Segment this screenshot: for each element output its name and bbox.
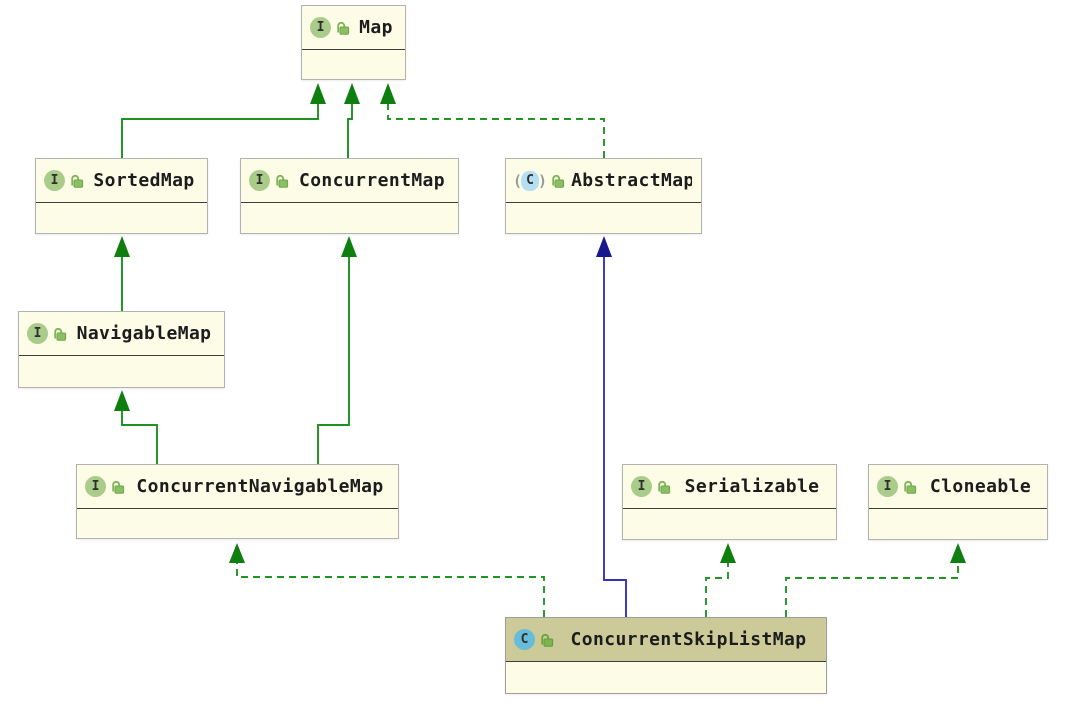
node-header: I Serializable: [623, 465, 836, 509]
arrowhead: [341, 236, 357, 257]
class-name-label: ConcurrentNavigableMap: [136, 476, 384, 497]
edge-line: [121, 104, 319, 158]
arrowhead: [114, 390, 130, 411]
interface-icon: I: [631, 476, 652, 497]
interface-icon: I: [310, 17, 331, 38]
edge-concurrentskiplistmap-implements-cloneable[interactable]: [785, 543, 966, 617]
class-icon: C: [514, 629, 535, 650]
public-lock-icon: [112, 480, 125, 494]
edge-line: [347, 104, 353, 158]
edge-concurrentnavigablemap-extends-concurrentmap[interactable]: [317, 236, 357, 464]
node-header: I SortedMap: [36, 159, 207, 203]
public-lock-icon: [541, 633, 554, 647]
edge-line: [785, 563, 959, 617]
arrowhead: [344, 83, 360, 104]
arrowhead: [380, 83, 396, 104]
abstract-paren-open: (: [513, 171, 523, 190]
edge-line: [603, 257, 627, 617]
edge-sortedmap-extends-map[interactable]: [121, 83, 326, 158]
node-body: [36, 203, 207, 233]
node-header-highlighted: C ConcurrentSkipListMap: [506, 618, 826, 662]
node-body: [241, 203, 458, 233]
public-lock-icon: [552, 174, 565, 188]
abstract-class-icon: ( C ): [513, 170, 548, 191]
class-name-label: Serializable: [684, 476, 820, 497]
node-header: ( C ) AbstractMap: [506, 159, 701, 203]
edge-concurrentnavigablemap-extends-navigablemap[interactable]: [114, 390, 158, 464]
class-node-map[interactable]: I Map: [301, 5, 406, 80]
class-node-cloneable[interactable]: I Cloneable: [868, 464, 1048, 540]
node-body: [623, 509, 836, 539]
class-name-label: AbstractMap: [571, 170, 692, 191]
arrowhead: [114, 236, 130, 257]
node-header: I ConcurrentNavigableMap: [77, 465, 398, 509]
node-header: I ConcurrentMap: [241, 159, 458, 203]
interface-icon: I: [27, 323, 48, 344]
edge-line: [705, 563, 729, 617]
abstract-class-icon-letter: C: [521, 170, 540, 191]
class-name-label: NavigableMap: [76, 323, 212, 344]
edge-line: [121, 411, 158, 464]
edge-line: [236, 563, 545, 617]
edge-line: [387, 104, 605, 158]
interface-icon: I: [877, 476, 898, 497]
public-lock-icon: [54, 327, 67, 341]
class-node-navigablemap[interactable]: I NavigableMap: [18, 311, 225, 388]
node-body: [77, 509, 398, 538]
interface-icon: I: [85, 476, 106, 497]
arrowhead: [310, 83, 326, 104]
node-body: [19, 356, 224, 387]
class-node-concurrentnavigablemap[interactable]: I ConcurrentNavigableMap: [76, 464, 399, 539]
node-header: I Map: [302, 6, 405, 50]
public-lock-icon: [276, 174, 289, 188]
node-header: I Cloneable: [869, 465, 1047, 509]
arrowhead: [229, 543, 245, 563]
edge-navigablemap-extends-sortedmap[interactable]: [114, 236, 130, 311]
public-lock-icon: [658, 480, 671, 494]
interface-icon: I: [249, 170, 270, 191]
class-node-sortedmap[interactable]: I SortedMap: [35, 158, 208, 234]
edge-line: [317, 257, 350, 464]
arrowhead: [950, 543, 966, 563]
class-node-concurrentskiplistmap[interactable]: C ConcurrentSkipListMap: [505, 617, 827, 694]
public-lock-icon: [71, 174, 84, 188]
node-body: [506, 662, 826, 693]
node-body: [302, 50, 405, 79]
class-name-label: Map: [359, 17, 393, 38]
interface-icon: I: [44, 170, 65, 191]
public-lock-icon: [337, 21, 350, 35]
edge-abstractmap-implements-map[interactable]: [380, 83, 605, 158]
class-node-abstractmap[interactable]: ( C ) AbstractMap: [505, 158, 702, 234]
class-name-label: SortedMap: [93, 170, 195, 191]
class-node-concurrentmap[interactable]: I ConcurrentMap: [240, 158, 459, 234]
class-node-serializable[interactable]: I Serializable: [622, 464, 837, 540]
public-lock-icon: [904, 480, 917, 494]
arrowhead: [720, 543, 736, 563]
class-name-label: ConcurrentMap: [298, 170, 446, 191]
node-body: [506, 203, 701, 233]
node-body: [869, 509, 1047, 539]
edge-concurrentskiplistmap-implements-concurrentnavigablemap[interactable]: [229, 543, 545, 617]
edge-concurrentskiplistmap-implements-serializable[interactable]: [705, 543, 736, 617]
arrowhead: [596, 236, 612, 257]
edge-concurrentskiplistmap-extends-abstractmap[interactable]: [596, 236, 627, 617]
abstract-paren-close: ): [538, 171, 548, 190]
class-name-label: ConcurrentSkipListMap: [570, 629, 807, 650]
class-name-label: Cloneable: [929, 476, 1032, 497]
node-header: I NavigableMap: [19, 312, 224, 356]
edge-concurrentmap-extends-map[interactable]: [344, 83, 360, 158]
